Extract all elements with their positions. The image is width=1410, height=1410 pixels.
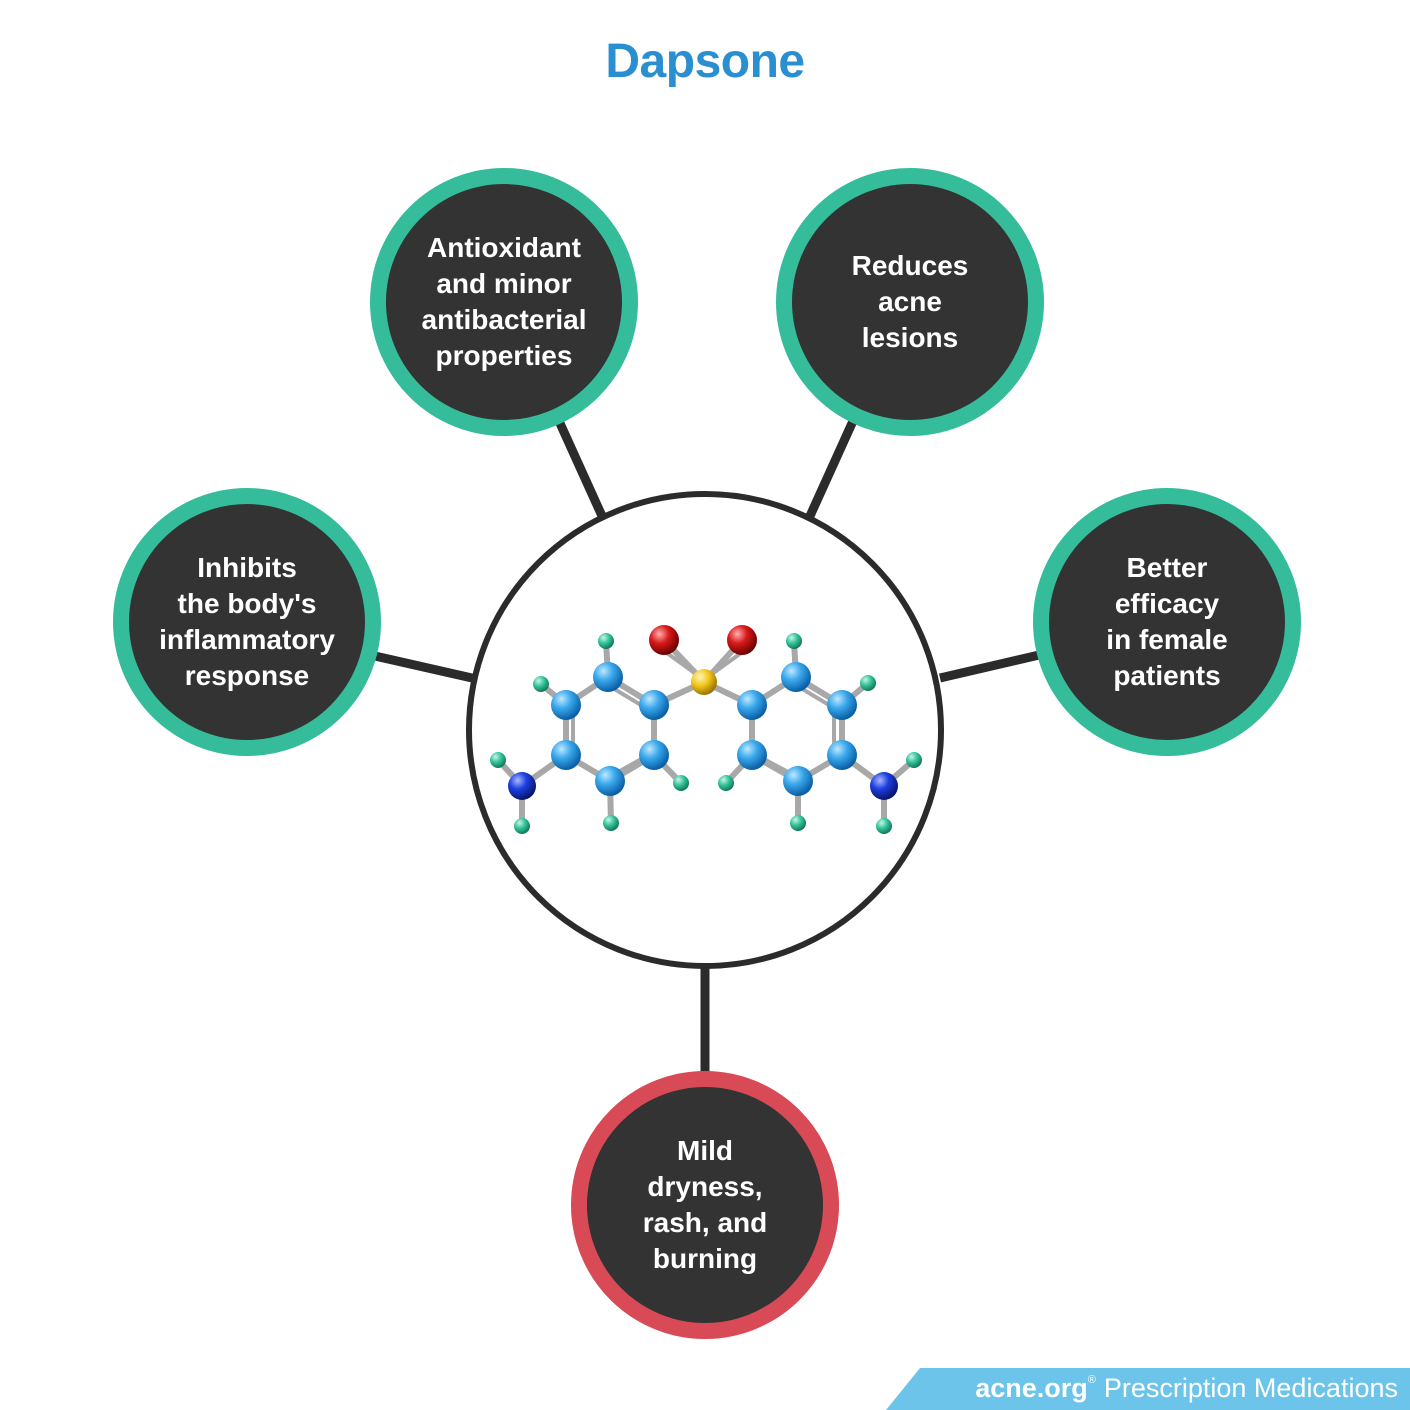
footer-credit: acne.org® Prescription Medications [975, 1369, 1398, 1407]
node-female-efficacy: Better efficacy in female patients [1033, 488, 1301, 756]
node-female-efficacy-label: Better efficacy in female patients [1106, 552, 1228, 691]
connector-inhibits-inflammation [365, 649, 473, 683]
node-inhibits-inflammation-label: Inhibits the body's inflammatory respons… [159, 552, 335, 691]
node-antioxidant: Antioxidant and minor antibacterial prop… [370, 168, 638, 436]
center-circle [466, 491, 944, 969]
node-inhibits-inflammation: Inhibits the body's inflammatory respons… [113, 488, 381, 756]
connector-antioxidant [549, 408, 607, 518]
connector-reduces-lesions [805, 408, 863, 518]
molecule-atoms [490, 625, 922, 834]
footer-brand: acne.org [975, 1373, 1088, 1403]
node-side-effects: Mild dryness, rash, and burning [571, 1071, 839, 1339]
node-antioxidant-label: Antioxidant and minor antibacterial prop… [421, 232, 587, 371]
node-reduces-lesions-label: Reduces acne lesions [851, 250, 969, 353]
connector-lines [365, 408, 1054, 1090]
molecule-icon [490, 625, 922, 834]
node-side-effects-label: Mild dryness, rash, and burning [642, 1135, 768, 1274]
footer-registered-mark: ® [1087, 1374, 1096, 1386]
footer-band [886, 1368, 1410, 1410]
page-title: Dapsone [605, 35, 805, 88]
node-reduces-lesions: Reduces acne lesions [776, 168, 1044, 436]
connector-female-efficacy [938, 647, 1054, 683]
footer-section: Prescription Medications [1103, 1373, 1398, 1403]
